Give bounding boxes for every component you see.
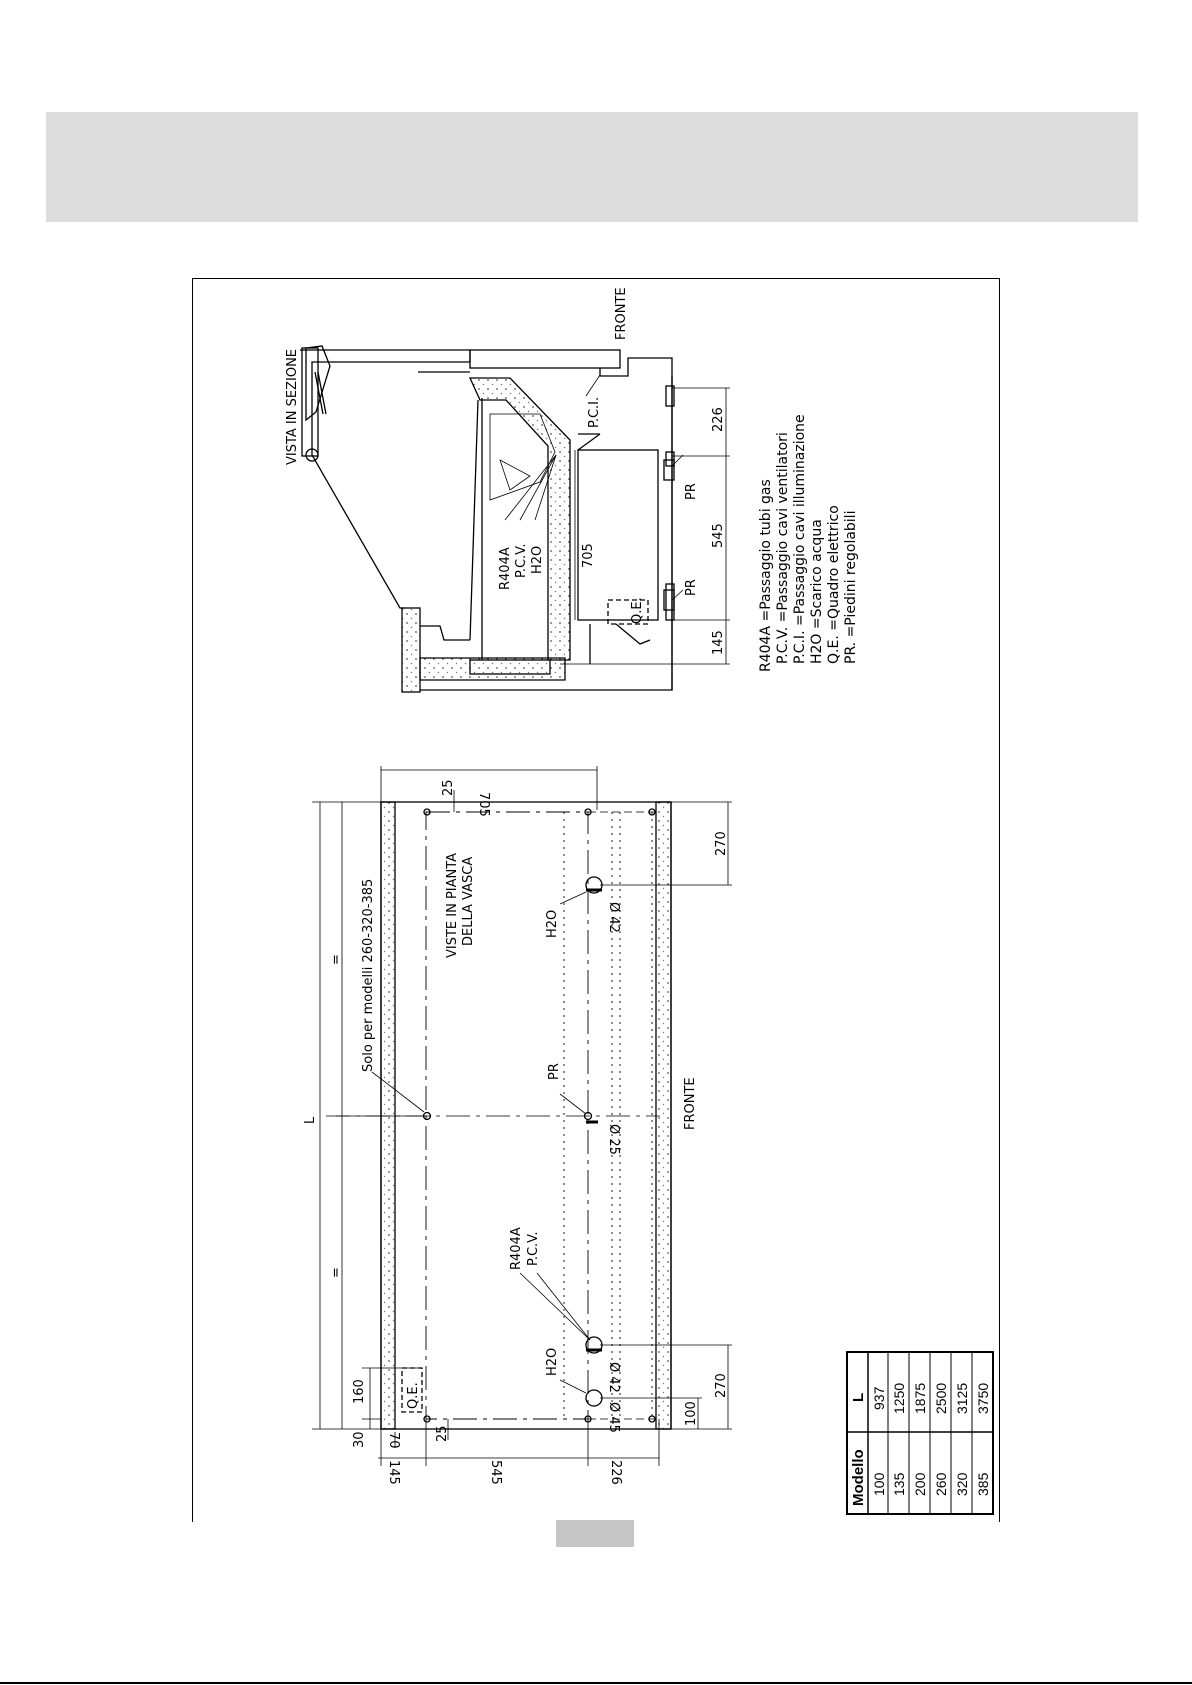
hinge xyxy=(305,448,319,462)
table-header-l: L xyxy=(850,1393,867,1402)
plan-label-pr: PR xyxy=(547,1063,562,1080)
plan-dim-100: 100 xyxy=(684,1401,699,1426)
section-label-r404a: R404A xyxy=(498,547,513,590)
table-cell-model-4: 260 xyxy=(933,1472,949,1496)
section-label-pr-1: PR xyxy=(684,483,699,500)
back-wall xyxy=(380,801,396,1430)
table-cell-model-3: 200 xyxy=(912,1472,928,1496)
plan-dim-30: 30 xyxy=(352,1431,367,1448)
plan-diameter-25: Ø 25 xyxy=(606,1124,621,1155)
table-cell-model-2: 135 xyxy=(891,1472,907,1496)
plan-dim-226: 226 xyxy=(608,1460,623,1485)
legend-line-1: R404A =Passaggio tubi gas xyxy=(758,479,774,672)
plan-dim-25-top: 25 xyxy=(441,779,456,796)
plan-title-line-1: VISTE IN PIANTA xyxy=(445,853,460,958)
plan-dim-705: 705 xyxy=(476,792,491,817)
tank-outline xyxy=(425,811,589,1420)
plan-dim-270-left: 270 xyxy=(714,1373,729,1398)
plan-diameter-42-right: Ø 42 xyxy=(606,902,621,933)
page-number-tab xyxy=(556,1520,634,1547)
table-cell-l-1: 937 xyxy=(871,1386,887,1410)
legend-line-3: P.C.I. =Passaggio cavi illuminazione xyxy=(792,414,808,664)
plan-label-qe: Q.E. xyxy=(406,1382,421,1409)
tank-wall xyxy=(468,377,571,661)
table-cell-l-5: 3125 xyxy=(954,1383,970,1414)
glass-canopy xyxy=(300,349,471,609)
plan-label-r404a: R404A xyxy=(509,1227,524,1270)
table-header-modello: Modello xyxy=(850,1449,867,1506)
front-wall xyxy=(655,801,672,1430)
plan-dim-145: 145 xyxy=(386,1460,401,1485)
footer-rule xyxy=(0,1682,1192,1684)
section-front-label: FRONTE xyxy=(614,287,629,340)
table-cell-model-5: 320 xyxy=(954,1472,970,1496)
section-dim-226: 226 xyxy=(711,407,726,432)
section-label-pcv: P.C.V. xyxy=(514,543,529,578)
plan-outline xyxy=(380,801,672,1430)
plan-equal-1: = xyxy=(329,954,344,965)
table-cell-l-4: 2500 xyxy=(933,1383,949,1414)
qe-box xyxy=(607,599,649,625)
canopy-bracket xyxy=(305,345,331,422)
header-band xyxy=(46,112,1138,222)
tank-bottom xyxy=(419,657,566,681)
plan-equal-2: = xyxy=(329,1267,344,1278)
plan-view xyxy=(312,766,732,1466)
top-rail xyxy=(301,347,319,457)
table-cell-model-1: 100 xyxy=(871,1472,887,1496)
section-title: VISTA IN SEZIONE xyxy=(285,349,300,465)
legend-line-5: Q.E. =Quadro elettrico xyxy=(826,505,842,664)
plan-dim-25-bottom: 25 xyxy=(435,1425,450,1442)
hole-pr xyxy=(583,1111,593,1121)
plan-dim-545: 545 xyxy=(488,1460,503,1485)
section-view-text: VISTA IN SEZIONE FRONTE P.C.I. R404A P.C… xyxy=(285,287,726,655)
plan-front-label: FRONTE xyxy=(683,1077,698,1130)
drawing-frame xyxy=(192,278,1000,1522)
section-view xyxy=(300,345,730,693)
table-cell-l-2: 1250 xyxy=(891,1383,907,1414)
section-label-h2o: H2O xyxy=(530,546,545,574)
plan-note: Solo per modelli 260-320-385 xyxy=(361,879,376,1072)
section-dim-705: 705 xyxy=(581,543,596,568)
counter-left xyxy=(401,607,421,693)
plan-length-label: L xyxy=(303,1116,318,1124)
section-label-pr-2: PR xyxy=(684,579,699,596)
plan-dim-270-right: 270 xyxy=(714,831,729,856)
plan-label-h2o-2: H2O xyxy=(545,1348,560,1376)
table-cell-model-6: 385 xyxy=(975,1472,991,1496)
section-label-qe: Q.E. xyxy=(630,597,645,624)
plan-diameter-42-left: Ø 42 xyxy=(606,1362,621,1393)
legend-line-6: PR. =Piedini regolabili xyxy=(843,511,859,664)
plan-label-pcv: P.C.V. xyxy=(526,1231,541,1266)
plan-label-h2o-1: H2O xyxy=(545,910,560,938)
plan-diameter-45: Ø 45 xyxy=(606,1402,621,1433)
plan-dim-70: 70 xyxy=(386,1432,401,1449)
legend-line-2: P.C.V. =Passaggio cavi ventilatori xyxy=(775,432,791,664)
model-table xyxy=(846,1351,994,1515)
plan-title-line-2: DELLA VASCA xyxy=(461,857,476,946)
table-cell-l-3: 1875 xyxy=(912,1383,928,1414)
hole-h2o-left xyxy=(585,1389,603,1407)
section-dim-145: 145 xyxy=(711,630,726,655)
section-dim-545: 545 xyxy=(711,523,726,548)
legend: R404A =Passaggio tubi gas P.C.V. =Passag… xyxy=(758,414,859,672)
legend-line-4: H2O =Scarico acqua xyxy=(809,519,825,664)
plan-dim-160: 160 xyxy=(352,1379,367,1404)
table-cell-l-6: 3750 xyxy=(975,1383,991,1414)
plan-view-text: VISTE IN PIANTA DELLA VASCA FRONTE Solo … xyxy=(303,779,729,1484)
model-table-text: Modello L 100 937 135 1250 200 1875 260 … xyxy=(850,1383,991,1506)
compressor-bay xyxy=(577,449,659,621)
section-label-pci: P.C.I. xyxy=(587,397,602,428)
